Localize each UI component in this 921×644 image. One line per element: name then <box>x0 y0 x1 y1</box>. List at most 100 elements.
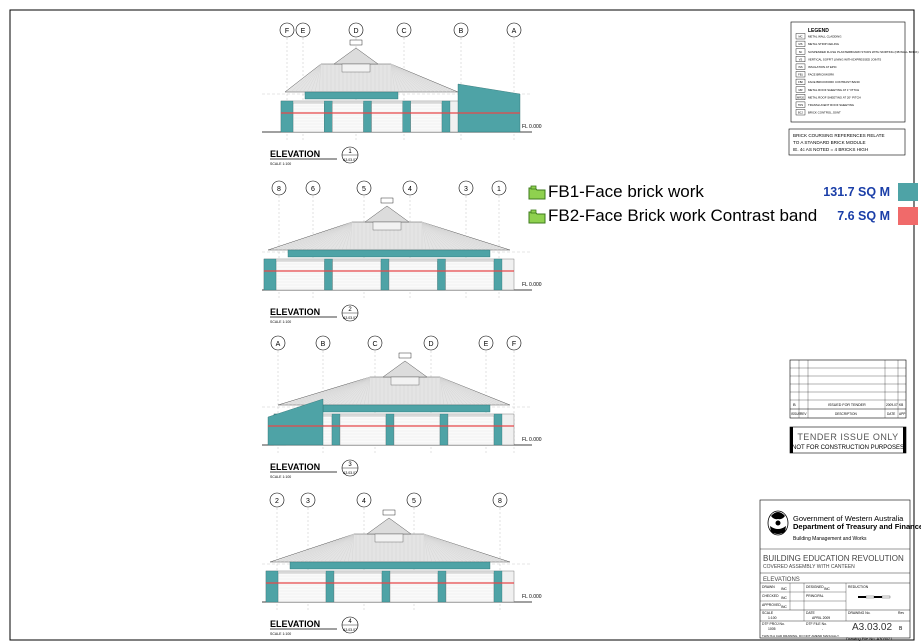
sheet-border <box>9 9 915 641</box>
takeoff-swatch-fb2 <box>898 207 918 225</box>
roof-sheet-line <box>423 533 429 563</box>
scale-bar <box>858 595 891 599</box>
lantern-roof <box>382 360 428 378</box>
roof-sheet-line <box>421 221 503 251</box>
legend-code-box <box>795 109 806 116</box>
tag-box <box>380 197 394 204</box>
roof-sheet-line <box>423 533 453 563</box>
takeoff-row-fb1[interactable]: FB1-Face brick work 131.7 SQ M <box>526 180 920 204</box>
roof-sheet-line <box>325 221 353 251</box>
roof-sheet-line <box>423 533 445 563</box>
grid-label: A <box>512 28 517 35</box>
roof-sheet-line <box>327 376 371 406</box>
roof-sheet-line <box>423 533 485 563</box>
brick-note-line-3: IE. 4c AS NOTED = 4 BRICKS HIGH <box>793 147 868 152</box>
file-no-value: - <box>822 627 823 631</box>
roof-sheet-line <box>321 221 353 251</box>
roof-sheet-line <box>439 376 485 406</box>
grid-label: E <box>484 341 489 348</box>
rev-row-issue: B <box>793 402 796 407</box>
fb1-pier <box>437 570 447 603</box>
roof-sheet-line <box>390 63 432 93</box>
roof-sheet-line <box>390 63 428 93</box>
roof-sheet-line <box>345 221 353 251</box>
fb1-pier <box>385 413 395 446</box>
principal-label: PRINCIPAL <box>806 594 824 598</box>
roof-sheet-line <box>341 221 353 251</box>
proj-no-value: 1005 <box>768 627 776 631</box>
roof-sheet-line <box>275 533 355 563</box>
roof-sheet-line <box>323 533 355 563</box>
roof-sheet-line <box>421 221 431 251</box>
takeoff-qty-fb2: 7.6 SQ M <box>837 209 890 223</box>
grid-label: 4 <box>362 498 366 505</box>
roof-sheet-line <box>343 533 355 563</box>
footer-left-note: THIS IS A CAD DRAWING. DO NOT AMEND MANU… <box>762 634 840 638</box>
grid-bubble <box>506 22 522 38</box>
fb1-pier <box>381 570 391 603</box>
scale-label: SCALE <box>762 611 774 615</box>
division-line: Building Management and Works <box>793 536 867 542</box>
fb1-band <box>289 561 491 570</box>
roller-door <box>277 572 327 603</box>
designed-label: DESIGNED <box>806 585 824 589</box>
grid-label: B <box>321 341 326 348</box>
fb1-pier <box>324 258 333 291</box>
elevation-number: 3 <box>348 462 352 468</box>
roof-sheet-line <box>307 533 355 563</box>
grid-bubble <box>458 180 474 196</box>
legend-code-box <box>795 48 806 55</box>
grid-bubble <box>367 335 383 351</box>
brick-note-line-2: TO A STANDARD BRICK MODULE <box>793 140 866 145</box>
takeoff-qty-fb1: 131.7 SQ M <box>823 185 890 199</box>
legend-code-box <box>795 86 806 93</box>
roof-sheet-line <box>331 376 371 406</box>
roof-sheet-line <box>343 376 371 406</box>
lantern-louvres <box>372 221 402 231</box>
roof-sheet-line <box>335 533 355 563</box>
legend-text: FACE BRICKWORK CONTRAST BAND <box>808 80 860 84</box>
rev-header-rev: REV <box>800 412 807 416</box>
roller-door <box>445 572 495 603</box>
grid-bubble <box>300 492 316 508</box>
fb1-band <box>287 249 491 258</box>
dept-line: Department of Treasury and Finance <box>793 522 921 531</box>
roof-sheet-line <box>390 63 396 93</box>
fb1-pier <box>402 100 411 133</box>
roof-sheet-line <box>337 221 353 251</box>
legend-code: MR20 <box>797 95 804 99</box>
legend-code: BCJ <box>798 111 804 115</box>
grid-bubble <box>406 492 422 508</box>
grid-label: C <box>372 341 377 348</box>
file-no-label: DTF FILE No. <box>806 622 827 626</box>
roof-sheet-line <box>421 221 495 251</box>
fb1-pier <box>280 100 294 133</box>
roof-sheet-line <box>390 63 420 93</box>
roof-sheet-line <box>390 63 408 93</box>
folder-icon <box>528 185 546 200</box>
roof-sheet-line <box>423 533 441 563</box>
roof-sheet-line <box>421 221 491 251</box>
tag-box <box>349 39 363 46</box>
grid-bubble <box>478 335 494 351</box>
tag-box <box>398 352 412 359</box>
roof-sheet-line <box>439 376 473 406</box>
grid-bubble <box>315 335 331 351</box>
takeoff-row-fb2[interactable]: FB2-Face Brick work Contrast band 7.6 SQ… <box>526 204 920 228</box>
rev-row-desc: ISSUED FOR TENDER <box>828 403 866 407</box>
roof-sheet-line <box>423 533 433 563</box>
roof-sheet-line <box>439 376 489 406</box>
roller-door <box>393 415 441 446</box>
roof-sheet-line <box>423 533 461 563</box>
legend-text: FACE BRICKWORK <box>808 73 834 77</box>
level-label: FL 0.000 <box>522 437 542 443</box>
grid-label: 5 <box>412 498 416 505</box>
elevation-scale: SCALE 1:100 <box>270 475 291 479</box>
grid-label: 1 <box>497 186 501 193</box>
grid-bubble <box>506 335 522 351</box>
roof-sheet-line <box>299 533 355 563</box>
legend-code-box <box>795 56 806 62</box>
elevation-title: ELEVATION <box>270 619 320 629</box>
canteen-wing <box>457 83 521 133</box>
